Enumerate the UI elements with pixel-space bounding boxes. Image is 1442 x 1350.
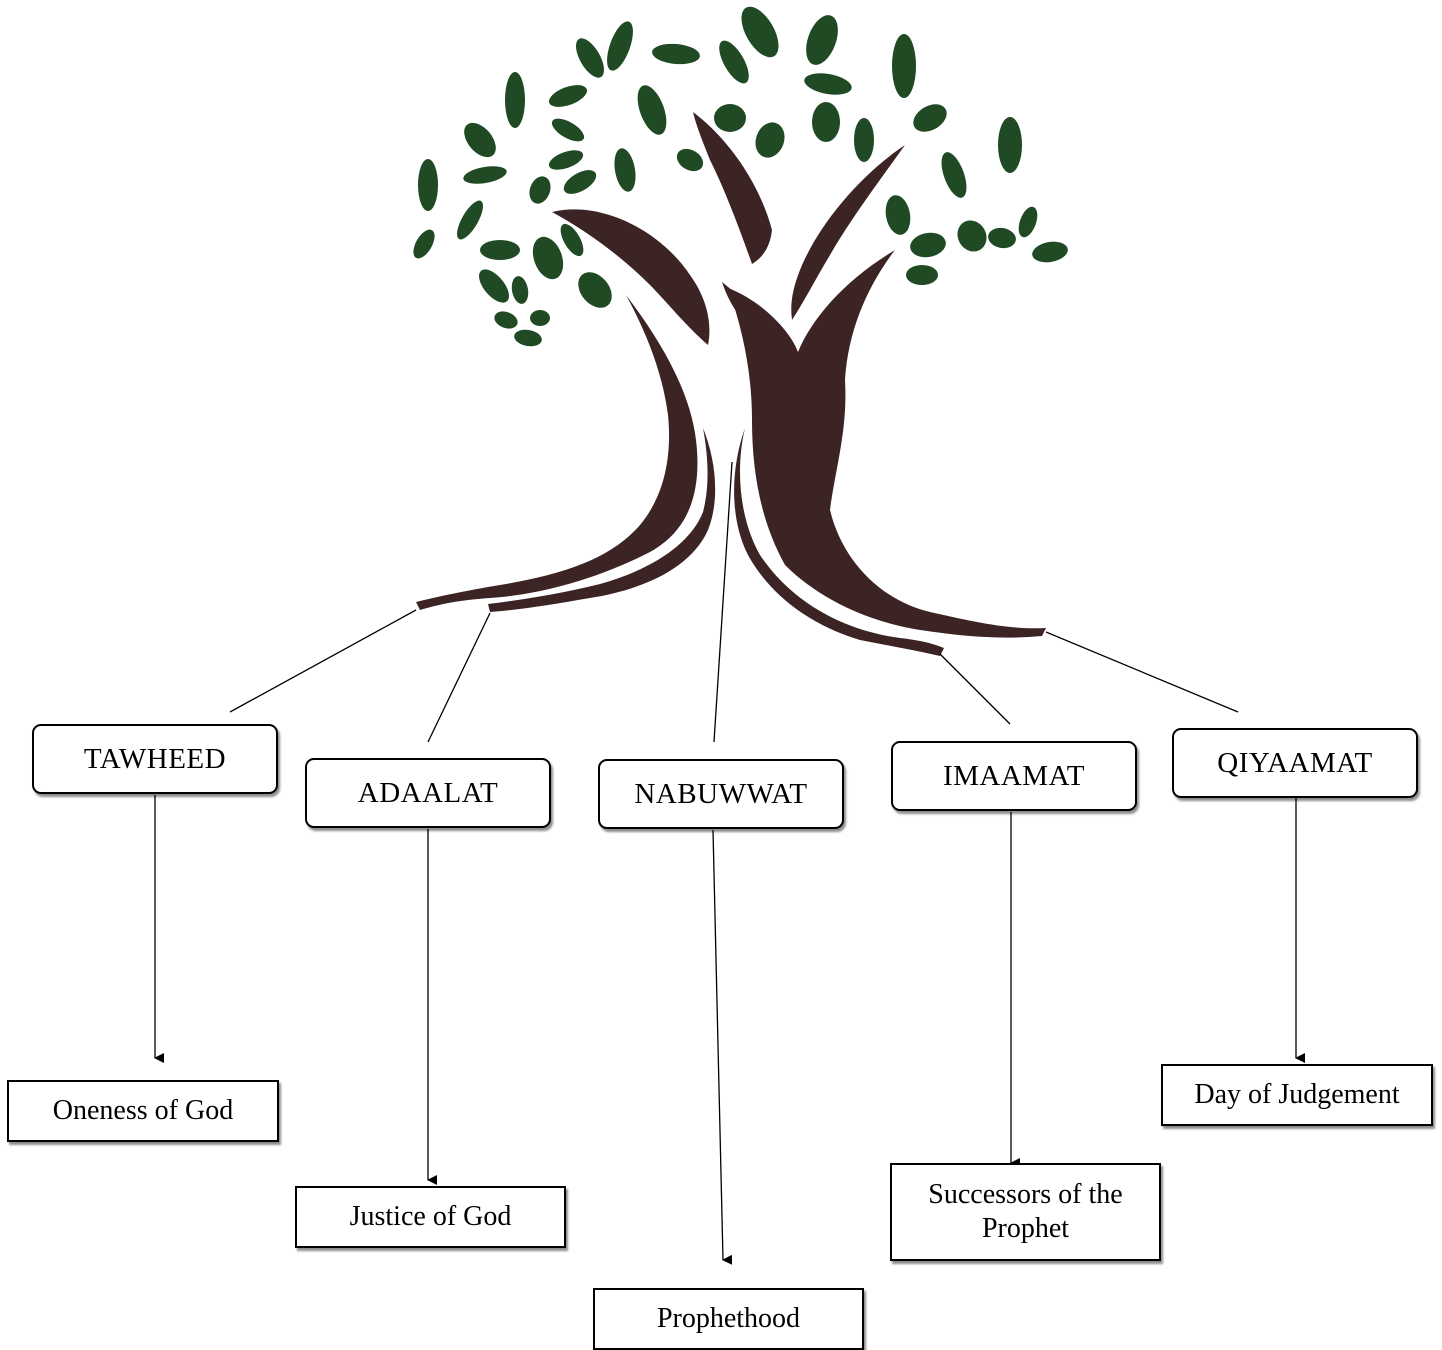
leaf-21 <box>511 276 529 304</box>
leaf-2 <box>806 15 838 65</box>
leaf-17 <box>532 236 564 280</box>
leaf-25 <box>548 150 584 170</box>
adaalat-root-connector <box>427 612 491 743</box>
nabuwwat-box: NABUWWAT <box>598 759 844 829</box>
leaf-4 <box>652 43 700 65</box>
leaf-40 <box>957 220 987 252</box>
leaf-5 <box>719 40 749 84</box>
leaf-16 <box>480 240 520 260</box>
leaf-6 <box>607 21 633 71</box>
leaf-35 <box>913 104 947 132</box>
leaf-36 <box>941 152 967 198</box>
leaf-43 <box>1032 241 1068 263</box>
leaf-34 <box>854 118 874 162</box>
imaamat-box: IMAAMAT <box>891 741 1137 811</box>
tawheed-meaning-box: Oneness of God <box>7 1080 279 1142</box>
qiyaamat-box: QIYAAMAT <box>1172 728 1418 798</box>
leaf-24 <box>530 310 550 326</box>
leaf-29 <box>676 148 704 172</box>
leaf-38 <box>885 195 911 235</box>
leaf-1 <box>741 6 779 58</box>
leaf-13 <box>418 159 438 211</box>
leaf-28 <box>637 85 667 135</box>
nabuwwat-meaning-box: Prophethood <box>593 1288 864 1350</box>
leaf-41 <box>988 227 1016 249</box>
imaamat-root-connector <box>939 653 1011 725</box>
leaf-39 <box>910 232 946 258</box>
leaf-23 <box>514 329 542 347</box>
root-strand-right <box>734 428 944 656</box>
leaf-19 <box>578 272 612 308</box>
leaf-12 <box>463 166 507 184</box>
leaf-10 <box>551 118 585 142</box>
connector-lines <box>229 461 1239 743</box>
tawheed-box: TAWHEED <box>32 724 278 794</box>
branch-right-small <box>722 282 795 351</box>
root-strand-left <box>488 428 716 612</box>
leaf-27 <box>614 148 636 192</box>
leaf-8 <box>505 72 525 128</box>
leaf-22 <box>494 311 518 329</box>
leaf-30 <box>714 104 746 132</box>
leaf-9 <box>548 85 588 107</box>
leaf-3 <box>892 34 916 98</box>
qiyaamat-meaning-box: Day of Judgement <box>1161 1064 1433 1126</box>
qiyaamat-root-connector <box>1045 631 1239 713</box>
nabuwwat-root-connector <box>713 461 733 743</box>
leaves-group <box>413 6 1068 347</box>
leaf-32 <box>812 102 840 142</box>
imaamat-meaning-box: Successors of the Prophet <box>890 1163 1161 1261</box>
leaf-14 <box>457 200 483 240</box>
leaf-20 <box>479 269 509 303</box>
leaf-31 <box>755 122 785 158</box>
leaf-26 <box>563 170 597 194</box>
leaf-44 <box>906 265 938 285</box>
tawheed-root-connector <box>229 609 417 713</box>
branch-left <box>552 209 710 345</box>
leaf-42 <box>1018 206 1038 238</box>
leaf-15 <box>413 229 435 259</box>
leaf-37 <box>998 117 1022 173</box>
branch-right <box>791 145 905 320</box>
leaf-33 <box>804 73 852 95</box>
adaalat-meaning-box: Justice of God <box>295 1186 566 1248</box>
branch-center <box>693 112 772 264</box>
nabuwwat-arrow <box>712 829 733 1265</box>
leaf-7 <box>576 38 604 78</box>
arrow-lines <box>154 795 1305 1265</box>
leaf-18 <box>560 223 584 257</box>
leaf-45 <box>529 176 551 204</box>
trunk-main <box>728 250 1046 638</box>
adaalat-box: ADAALAT <box>305 758 551 828</box>
tree-trunk <box>416 112 1046 656</box>
leaf-11 <box>464 122 496 158</box>
